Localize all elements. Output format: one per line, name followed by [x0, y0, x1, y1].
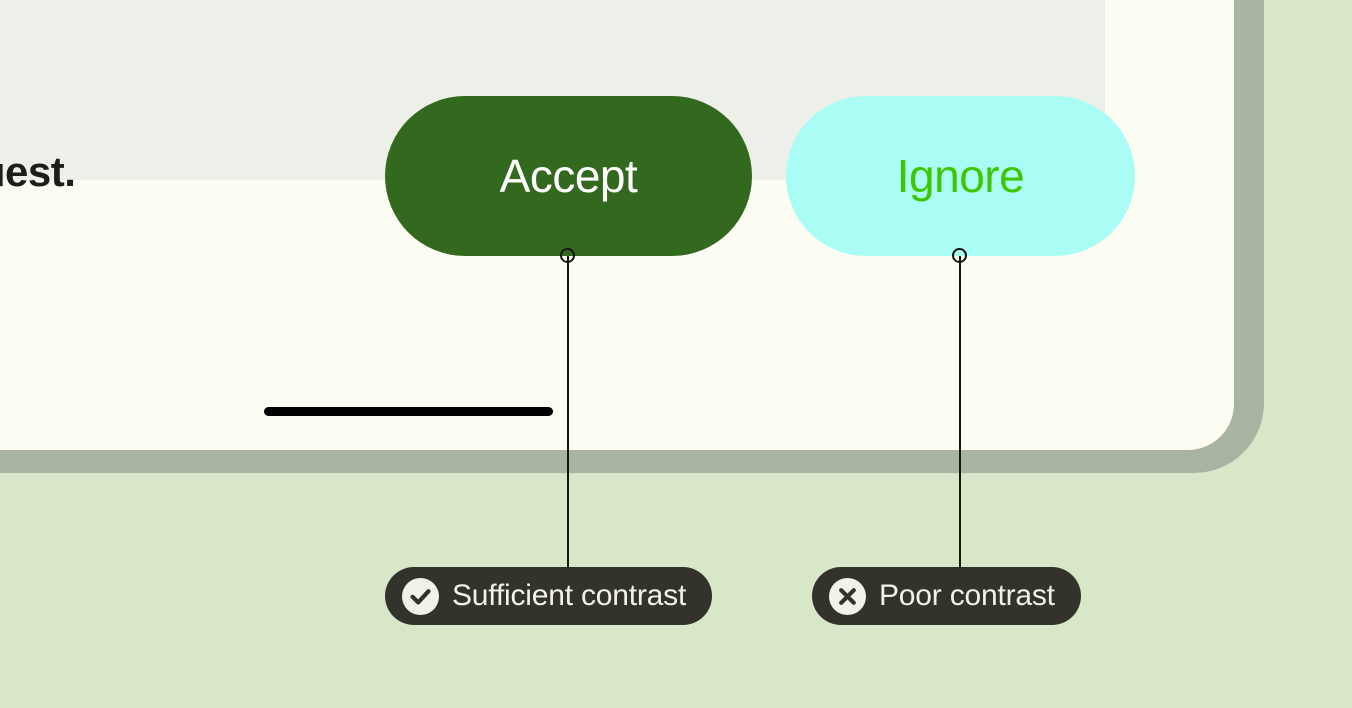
callout-sufficient-label: Sufficient contrast — [452, 579, 687, 612]
leader-line-sufficient — [567, 256, 569, 567]
leader-line-poor — [959, 256, 961, 567]
anchor-dot-sufficient — [560, 248, 575, 263]
accept-button[interactable]: Accept — [385, 96, 752, 256]
callout-poor-contrast: Poor contrast — [812, 567, 1081, 625]
prompt-text: a request. — [0, 148, 76, 195]
ignore-button[interactable]: Ignore — [786, 96, 1135, 256]
callout-poor-label: Poor contrast — [879, 579, 1055, 612]
x-circle-icon — [829, 577, 866, 615]
callout-sufficient-contrast: Sufficient contrast — [385, 567, 713, 625]
home-indicator — [264, 407, 553, 416]
anchor-dot-poor — [952, 248, 967, 263]
check-circle-icon — [402, 577, 439, 615]
